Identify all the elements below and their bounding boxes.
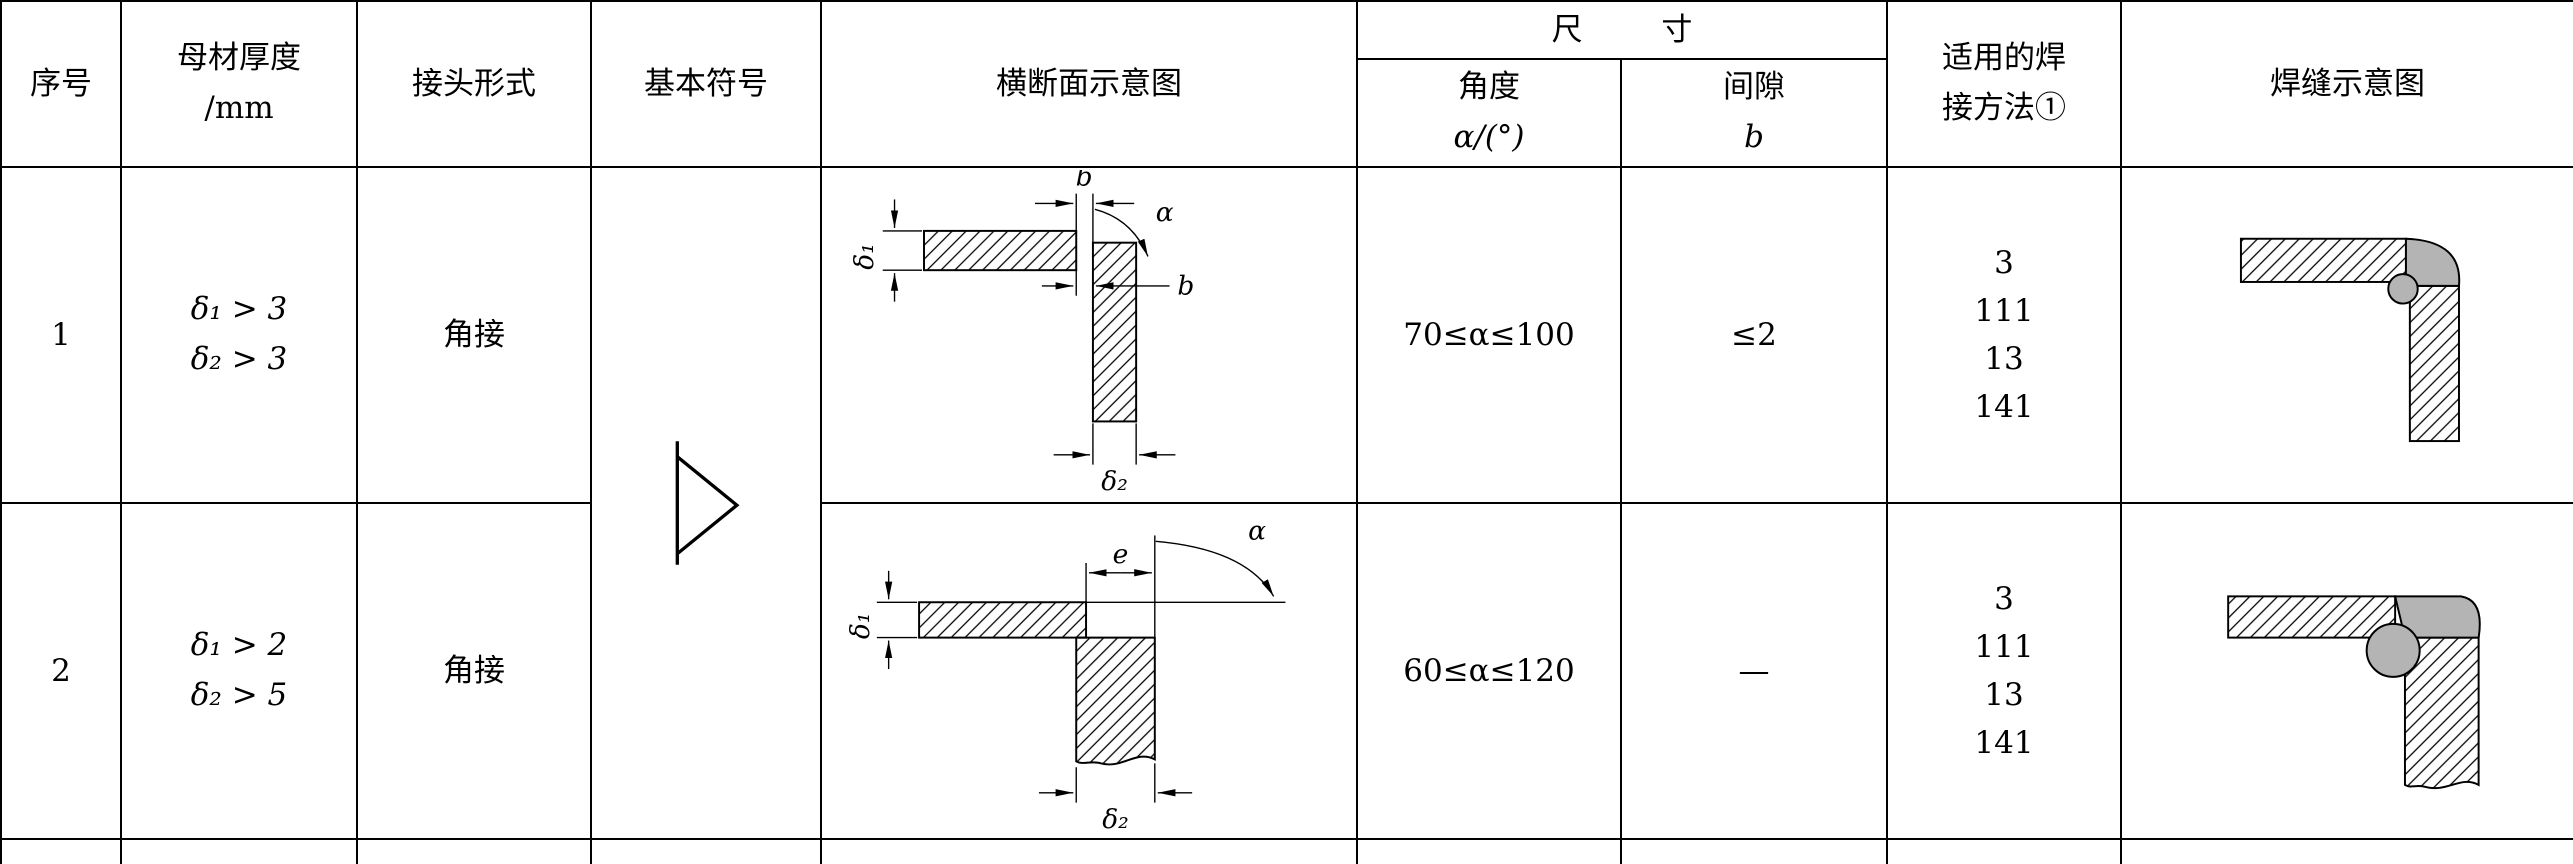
header-basic-symbol: 基本符号: [590, 0, 822, 168]
stub-cell: [0, 838, 122, 864]
horizontal-plate: [923, 229, 1078, 272]
header-angle-line1: 角度: [1458, 69, 1520, 106]
table-row-2: 2 δ₁ > 2 δ₂ > 5 角接: [0, 502, 2573, 840]
header-joint-form: 接头形式: [356, 0, 592, 168]
basic-weld-symbol-icon: [675, 441, 740, 565]
cross-section-diagram-2: e α δ₁ δ₂: [845, 515, 1286, 835]
method-value: 111: [1974, 628, 2034, 665]
cell-weld-schematic-2: [2120, 502, 2573, 840]
dim-label-delta1: δ₁: [845, 613, 876, 640]
vertical-plate: [1075, 636, 1156, 766]
table-row-cutoff: [0, 838, 2573, 864]
cell-joint-1: 角接: [356, 166, 592, 504]
dim-label-delta2: δ₂: [1101, 466, 1128, 497]
stub-cell: [356, 838, 592, 864]
weld-diagram-1: [2239, 237, 2461, 443]
cell-methods-1: 3 111 13 141: [1886, 166, 2122, 504]
cell-basic-symbol: [590, 166, 822, 840]
header-gap: 间隙 b: [1620, 58, 1888, 168]
header-welding-method-line2: 接方法①: [1942, 90, 2066, 126]
vertical-plate: [2408, 284, 2460, 443]
vertical-plate: [2403, 636, 2480, 790]
dim-label-delta2: δ₂: [1102, 804, 1129, 835]
cell-thickness-1: δ₁ > 3 δ₂ > 3: [120, 166, 358, 504]
stub-cell: [1620, 838, 1888, 864]
stub-cell: [1356, 838, 1622, 864]
header-base-thickness-line2: /mm: [204, 90, 274, 126]
thickness-value: δ₁ > 3: [190, 291, 288, 328]
thickness-value: δ₁ > 2: [190, 627, 288, 664]
stub-cell: [1886, 838, 2122, 864]
header-size: 尺 寸: [1356, 0, 1888, 60]
cell-no-2: 2: [0, 502, 122, 840]
cross-section-diagram-1: b α b δ₁: [849, 170, 1194, 497]
inner-weld-bead: [2387, 273, 2419, 305]
header-welding-method-line1: 适用的焊: [1942, 40, 2066, 77]
dim-label-b-side: b: [1177, 271, 1194, 302]
dim-label-e: e: [1113, 539, 1129, 570]
cell-cross-section-2: e α δ₁ δ₂: [820, 502, 1358, 840]
stub-cell: [2120, 838, 2573, 864]
dim-label-alpha: α: [1248, 515, 1266, 546]
header-weld-schematic: 焊缝示意图: [2120, 0, 2573, 168]
cell-methods-2: 3 111 13 141: [1886, 502, 2122, 840]
inner-weld-bead: [2365, 622, 2421, 678]
stub-cell: [120, 838, 358, 864]
dim-label-alpha: α: [1156, 197, 1174, 228]
header-serial-no: 序号: [0, 0, 122, 168]
method-value: 141: [1974, 389, 2034, 426]
dim-label-b-top: b: [1076, 170, 1093, 193]
outer-weld-cap: [2393, 595, 2481, 639]
cell-joint-2: 角接: [356, 502, 592, 840]
cell-no-1: 1: [0, 166, 122, 504]
header-gap-line2: b: [1744, 119, 1764, 155]
cell-angle-2: 60≤α≤120: [1356, 502, 1622, 840]
header-angle-line2: α/(°): [1453, 119, 1525, 155]
method-value: 13: [1984, 677, 2024, 713]
horizontal-plate: [2239, 237, 2407, 283]
method-value: 3: [1994, 244, 2014, 281]
cell-cross-section-1: b α b δ₁: [820, 166, 1358, 504]
header-cross-section: 横断面示意图: [820, 0, 1358, 168]
method-value: 3: [1994, 580, 2014, 617]
header-base-thickness: 母材厚度 /mm: [120, 0, 358, 168]
vertical-plate: [1091, 241, 1138, 423]
cell-gap-1: ≤2: [1620, 166, 1888, 504]
cell-weld-schematic-1: [2120, 166, 2573, 504]
stub-cell: [590, 838, 822, 864]
header-gap-line1: 间隙: [1723, 69, 1785, 106]
cell-thickness-2: δ₁ > 2 δ₂ > 5: [120, 502, 358, 840]
dim-label-delta1: δ₁: [849, 243, 880, 270]
outer-weld-bead: [2404, 237, 2461, 287]
weld-diagram-2: [2227, 595, 2481, 790]
method-value: 141: [1974, 725, 2034, 762]
header-angle: 角度 α/(°): [1356, 58, 1622, 168]
method-value: 13: [1984, 341, 2024, 377]
cell-gap-2: —: [1620, 502, 1888, 840]
cell-angle-1: 70≤α≤100: [1356, 166, 1622, 504]
horizontal-plate: [918, 601, 1088, 639]
table-row-1: 1 δ₁ > 3 δ₂ > 3 角接: [0, 166, 2573, 840]
header-base-thickness-line1: 母材厚度: [177, 40, 301, 77]
header-welding-method: 适用的焊 接方法①: [1886, 0, 2122, 168]
thickness-value: δ₂ > 5: [190, 677, 288, 713]
method-value: 111: [1974, 292, 2034, 329]
horizontal-plate: [2227, 595, 2397, 639]
thickness-value: δ₂ > 3: [190, 341, 288, 377]
stub-cell: [820, 838, 1358, 864]
